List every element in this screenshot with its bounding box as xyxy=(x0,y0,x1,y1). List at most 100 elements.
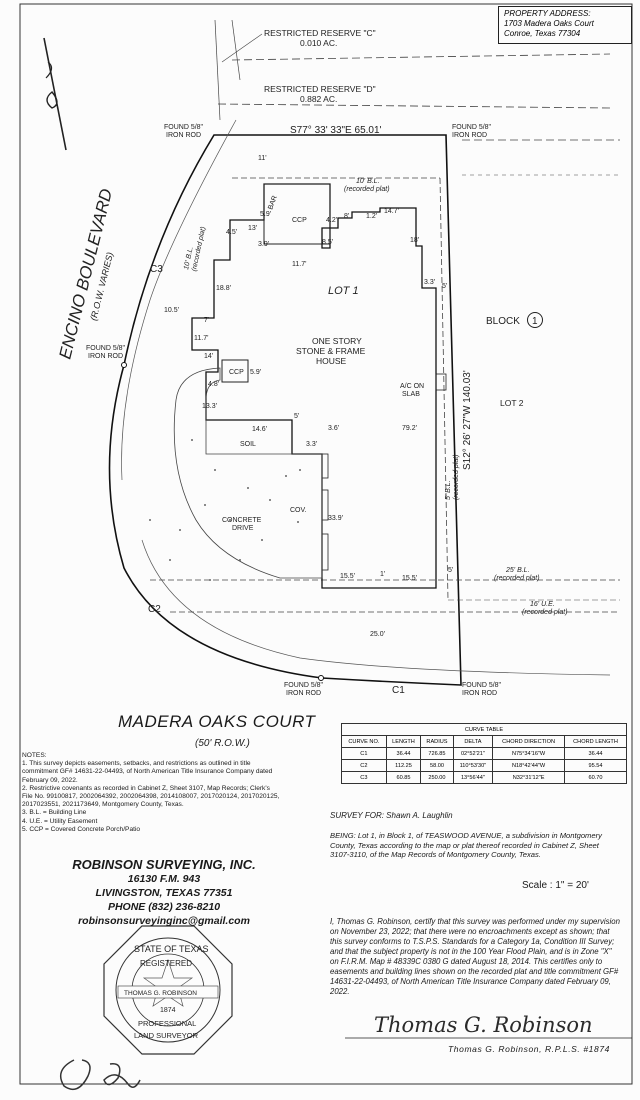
drive-label-1: CONCRETE xyxy=(222,517,262,524)
address-heading: PROPERTY ADDRESS: xyxy=(504,9,591,18)
company-block: ROBINSON SURVEYING, INC. 16130 F.M. 943 … xyxy=(54,858,274,928)
lot-boundary xyxy=(108,134,462,686)
curve-cell: 110°53'30" xyxy=(452,759,494,772)
signer-line: Thomas G. Robinson, R.P.L.S. #1874 xyxy=(448,1044,610,1054)
dim-8-5: 8.5' xyxy=(322,239,333,246)
reserve-line xyxy=(231,53,611,61)
ccp-porch-north xyxy=(263,183,331,245)
bl-25-recorded: (recorded plat) xyxy=(494,575,540,582)
house-line-2: STONE & FRAME xyxy=(296,346,366,356)
ue-16-label: 16' U.E. xyxy=(530,601,555,608)
curve-cell: 58.00 xyxy=(420,759,454,772)
curve-cell: C2 xyxy=(341,759,387,772)
dim-11-7: 11.7' xyxy=(292,261,306,268)
drive-hatching xyxy=(149,439,301,581)
drive-label-2: DRIVE xyxy=(232,525,254,532)
company-email: robinsonsurveyinginc@gmail.com xyxy=(78,915,250,927)
notes-title: NOTES: xyxy=(22,752,47,759)
block-number: 1 xyxy=(532,316,538,327)
curve-cell: N32°31'12"E xyxy=(492,771,566,784)
restricted-d-area: 0.882 AC. xyxy=(300,94,337,104)
reserve-leader xyxy=(221,33,263,63)
bl-5-east-recorded: (recorded plat) xyxy=(453,454,460,500)
legal-description: BEING: Lot 1, in Block 1, of TEASWOOD AV… xyxy=(330,831,602,860)
address-street: 1703 Madera Oaks Court xyxy=(504,19,594,28)
curve-header: CHORD DIRECTION xyxy=(492,735,566,748)
dim-15-5a: 15.5' xyxy=(340,573,355,580)
soil-label: SOIL xyxy=(240,441,256,448)
note-4: 4. U.E. = Utility Easement xyxy=(22,817,98,825)
bar-label-group: BAR xyxy=(267,195,279,211)
cov-label: COV. xyxy=(290,507,307,514)
reserve-leader xyxy=(214,19,221,121)
dim-3-6: 3.6' xyxy=(328,425,339,432)
garage-step xyxy=(321,453,329,479)
curve-cell: 36.44 xyxy=(564,747,627,760)
curve-c1: C1 xyxy=(392,685,405,696)
dim-1-2: 1.2' xyxy=(366,213,377,220)
house-line-3: HOUSE xyxy=(316,356,347,366)
bl-25-label: 25' B.L. xyxy=(505,567,530,574)
lot-1-label: LOT 1 xyxy=(328,285,359,297)
company-addr1: 16130 F.M. 943 xyxy=(127,873,201,885)
sheet-border xyxy=(19,3,633,1085)
ccp-west-label: CCP xyxy=(229,369,244,376)
curve-cell: 726.85 xyxy=(420,747,454,760)
dim-4-2: 4.2' xyxy=(326,217,337,224)
curve-header: CHORD LENGTH xyxy=(564,735,627,748)
dim-33-9: 33.9' xyxy=(328,515,343,522)
dim-1: 1' xyxy=(380,571,385,578)
restricted-d-label: RESTRICTED RESERVE "D" xyxy=(264,84,376,94)
seal-octagon xyxy=(103,925,233,1055)
encino-label-group: ENCINO BOULEVARD (R.O.W. VARIES) xyxy=(55,187,116,361)
seal-land-surveyor: LAND SURVEYOR xyxy=(134,1031,199,1040)
house-line-1: ONE STORY xyxy=(312,336,362,346)
bar-label: BAR xyxy=(267,195,279,211)
reserve-leader xyxy=(231,19,241,81)
dim-13: 13' xyxy=(248,225,257,232)
bearing-east-group: S12° 26' 27"W 140.03' xyxy=(462,370,473,470)
bl-5-east: 5' B.L. xyxy=(445,480,452,500)
found-rod-se: FOUND 5/8" xyxy=(462,682,502,689)
dim-4-5: 4.5' xyxy=(226,229,237,236)
ac-slab-2: SLAB xyxy=(402,391,420,398)
address-city: Conroe, Texas 77304 xyxy=(504,29,581,38)
curve-cell: 250.00 xyxy=(420,771,454,784)
note-3: 3. B.L. = Building Line xyxy=(22,809,87,817)
curve-cell: C1 xyxy=(341,747,387,760)
concrete-drive xyxy=(173,367,323,579)
dim-15-5b: 15.5' xyxy=(402,575,417,582)
iron-rod-nw: IRON ROD xyxy=(166,132,201,139)
dim-11: 11' xyxy=(258,155,267,162)
ac-pad xyxy=(435,373,447,391)
seal-name: THOMAS G. ROBINSON xyxy=(124,990,197,997)
street-name-south: MADERA OAKS COURT xyxy=(118,712,316,731)
ccp-porch-west xyxy=(221,359,249,383)
dim-3-3b: 3.3' xyxy=(306,441,317,448)
bl-10-west-group: 10' B.L. (recorded plat) xyxy=(183,226,207,272)
table-row: C3 60.85 250.00 13°56'44" N32°31'12"E 60… xyxy=(341,771,627,784)
building-line xyxy=(439,177,449,601)
curve-cell: N18°42'44"W xyxy=(492,759,566,772)
survey-for: SURVEY FOR: Shawn A. Laughlin xyxy=(330,811,453,820)
dim-3-9: 3.9' xyxy=(258,241,269,248)
seal-professional: PROFESSIONAL xyxy=(138,1019,196,1028)
surveyor-seal: STATE OF TEXAS REGISTERED THOMAS G. ROBI… xyxy=(103,925,233,1055)
seal-state: STATE OF TEXAS xyxy=(134,944,209,954)
restricted-c-label: RESTRICTED RESERVE "C" xyxy=(264,28,376,38)
bearing-north: S77° 33' 33"E 65.01' xyxy=(290,125,382,136)
row-line xyxy=(141,539,611,676)
iron-rod-se: IRON ROD xyxy=(462,690,497,697)
dim-3-3: 3.3' xyxy=(424,279,435,286)
dim-10-5: 10.5' xyxy=(164,307,179,314)
dim-7: 7' xyxy=(204,317,209,324)
dim-13-3: 13.3' xyxy=(202,403,217,410)
scale-label: Scale : 1" = 20' xyxy=(522,880,589,891)
dim-5c: 5' xyxy=(448,567,453,574)
curve-cell: 95.54 xyxy=(564,759,627,772)
house-footprint xyxy=(191,183,437,589)
curve-header: DELTA xyxy=(452,735,494,748)
curve-cell: N75°34'16"W xyxy=(492,747,566,760)
street-row-south: (50' R.O.W.) xyxy=(195,738,250,749)
note-5: 5. CCP = Covered Concrete Porch/Patio xyxy=(22,825,141,833)
